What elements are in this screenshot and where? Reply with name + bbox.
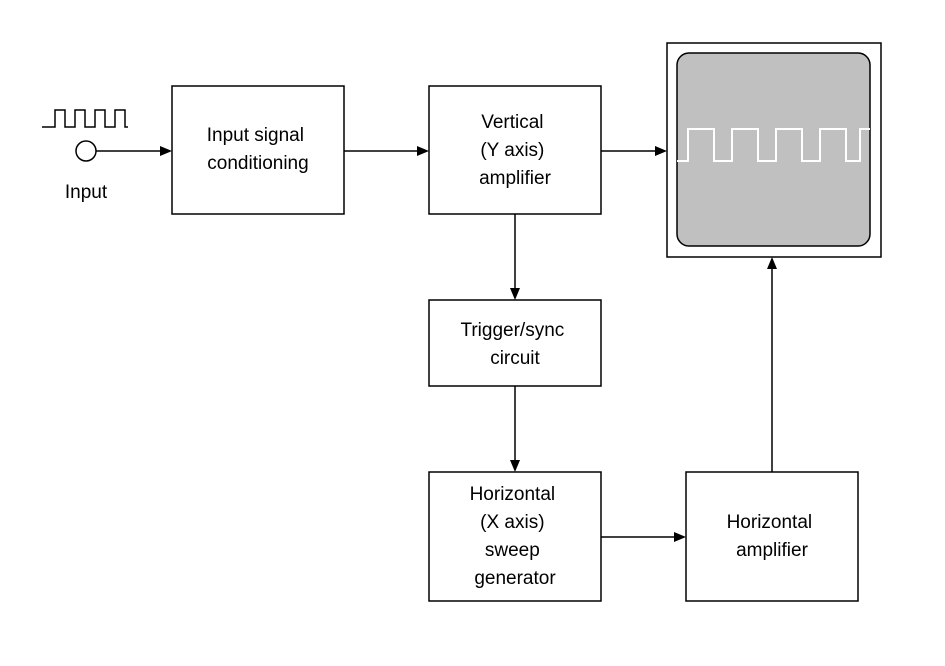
svg-text:Input signal conditionin: Input signal conditioning [207,125,309,174]
svg-text:Horizontal amplifier: Horizontal amplifier [727,512,818,561]
arrowhead-icon [674,532,686,542]
crt-trace [677,128,870,162]
block-vertical-amplifier: Vertical (Y axis) amplifier [428,85,602,215]
block-sweep-generator: Horizontal (X axis) sweep generator [428,471,602,602]
block-trigger-sync: Trigger/sync circuit [428,299,602,387]
block-label-line: Input signal [207,125,304,146]
arrowhead-icon [417,146,429,156]
block-label-line: amplifier [479,168,551,189]
connections [96,146,777,542]
crt-display [666,42,882,258]
block-label-line: generator [474,568,556,589]
input-waveform-icon [42,109,128,128]
block-label-line: sweep [485,540,540,561]
block-label-line: (Y axis) [480,140,544,161]
arrowhead-icon [160,146,172,156]
block-label-line: Horizontal [727,512,813,533]
svg-text:Vertical (Y axis): Vertical (Y axis) amplifier [479,112,551,189]
arrowhead-icon [767,257,777,269]
crt-screen [676,52,871,247]
input-label: Input [65,182,108,203]
block-label-line: Trigger/sync [460,320,564,341]
block-label-line: (X axis) [480,512,544,533]
svg-text:Trigger/sync circuit: Trigger/sync circuit [460,320,569,369]
block-label-line: Horizontal [470,484,556,505]
block-label-line: circuit [490,348,540,369]
arrowhead-icon [510,460,520,472]
block-input-conditioning: Input signal conditioning [171,85,345,215]
block-label-line: conditioning [207,153,308,174]
arrowhead-icon [655,146,667,156]
block-label-line: Vertical [481,112,543,133]
block-horizontal-amplifier: Horizontal amplifier [685,471,859,602]
svg-text:Horizontal (X axis): Horizontal (X axis) sweep generator [470,484,561,589]
arrowhead-icon [510,288,520,300]
input-terminal [75,140,97,162]
block-label-line: amplifier [736,540,808,561]
